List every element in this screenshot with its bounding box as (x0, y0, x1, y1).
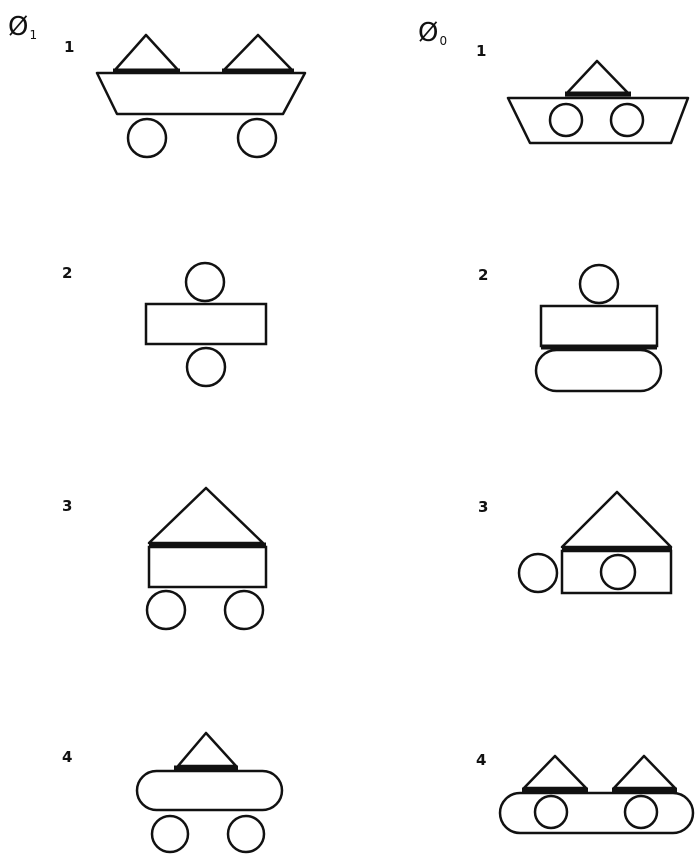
right-figure-1 (508, 61, 688, 143)
circle-shape (611, 104, 643, 136)
wheel-circle (152, 816, 188, 852)
left-figure-1 (97, 35, 305, 157)
triangle-shape (567, 61, 628, 93)
wheel-circle (228, 816, 264, 852)
circle-shape (187, 348, 225, 386)
triangle-shape (149, 488, 263, 543)
pill-shape (536, 350, 661, 391)
left-figure-3 (147, 488, 266, 629)
triangle-shape (178, 733, 236, 766)
wheel-circle (238, 119, 276, 157)
circle-shape (519, 554, 557, 592)
left-figure-2 (146, 263, 266, 386)
circle-shape (580, 265, 618, 303)
wheel-circle (128, 119, 166, 157)
circle-shape (601, 555, 635, 589)
wheel-circle (225, 591, 263, 629)
trapezoid-shape (97, 73, 305, 114)
circle-shape (186, 263, 224, 301)
pill-shape (137, 771, 282, 810)
triangle-shape (115, 35, 178, 70)
trapezoid-shape (508, 98, 688, 143)
right-figure-4 (500, 756, 693, 833)
circle-shape (535, 796, 567, 828)
triangle-shape (224, 35, 292, 70)
triangle-shape (562, 492, 671, 547)
rectangle-shape (562, 551, 671, 593)
circle-shape (550, 104, 582, 136)
rectangle-shape (541, 306, 657, 346)
right-figure-3 (519, 492, 672, 593)
rectangle-shape (149, 547, 266, 587)
wheel-circle (147, 591, 185, 629)
rectangle-shape (146, 304, 266, 344)
triangle-shape (524, 756, 586, 788)
pill-shape (500, 793, 693, 833)
left-figure-4 (137, 733, 282, 852)
right-figure-2 (536, 265, 661, 391)
triangle-shape (614, 756, 675, 788)
circle-shape (625, 796, 657, 828)
